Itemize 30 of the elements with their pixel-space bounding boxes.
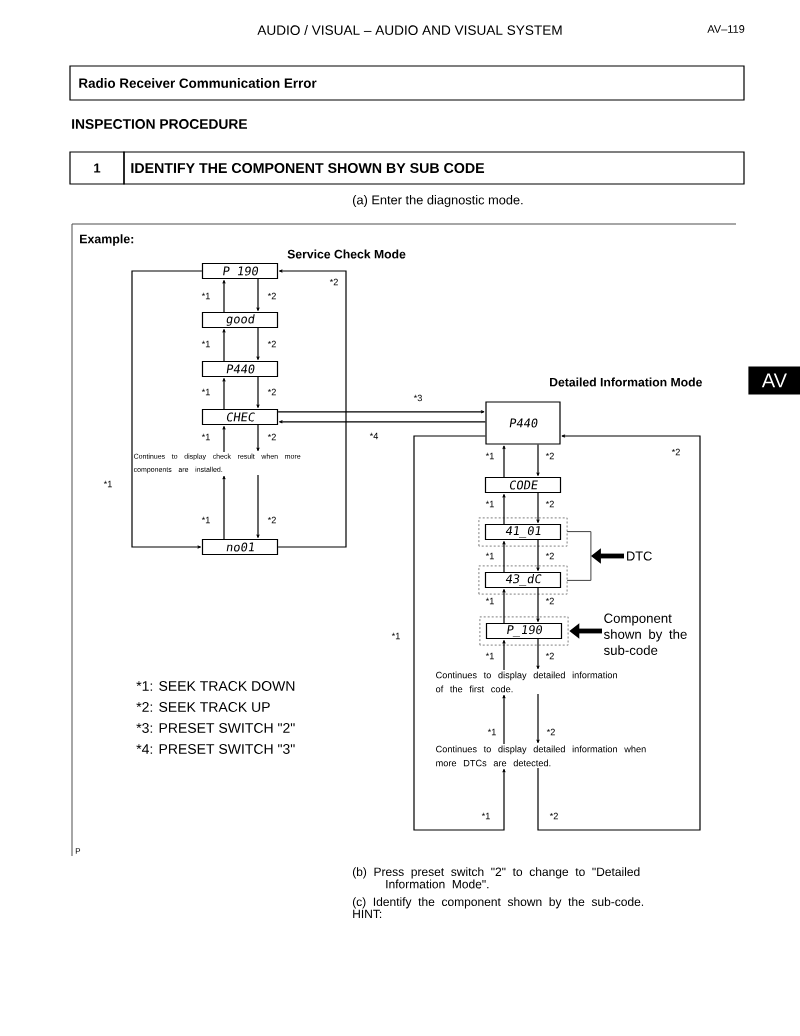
- arrow: [277, 269, 347, 548]
- arrow: [502, 445, 506, 478]
- arrow: [222, 377, 226, 410]
- arrow: [256, 424, 260, 452]
- arrow: [536, 638, 540, 670]
- arrow: [131, 270, 203, 549]
- arrow: [502, 493, 506, 525]
- arrow: [536, 693, 540, 744]
- arrow: [502, 694, 506, 745]
- arrow: [413, 435, 506, 831]
- arrow: [536, 444, 540, 477]
- arrow: [222, 279, 226, 313]
- arrow: [256, 278, 260, 312]
- arrow: [536, 539, 540, 572]
- arrow: [277, 410, 485, 414]
- arrow: [222, 328, 226, 362]
- arrow: [256, 376, 260, 409]
- arrow: [502, 639, 506, 671]
- arrow: [256, 474, 260, 539]
- arrow: [536, 492, 540, 524]
- section-tab: AV: [748, 366, 800, 395]
- arrow: [537, 434, 701, 831]
- arrow: [502, 540, 506, 573]
- arrow: [536, 587, 540, 623]
- bracket: [566, 531, 592, 581]
- arrow: [502, 588, 506, 624]
- arrow: [256, 327, 260, 361]
- arrow: [222, 475, 226, 540]
- arrow: [222, 425, 226, 453]
- arrow: [278, 420, 486, 424]
